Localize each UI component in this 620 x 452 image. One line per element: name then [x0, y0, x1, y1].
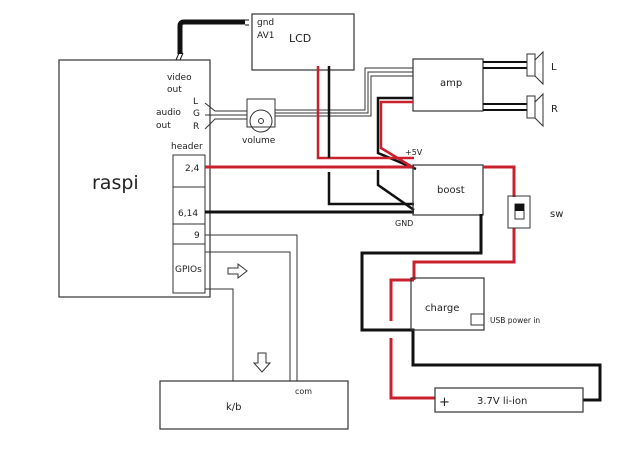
right-arrow-icon	[227, 262, 248, 280]
volume-box	[246, 98, 276, 128]
battery-box	[434, 387, 584, 413]
amp-label: amp	[440, 78, 462, 89]
speaker-right-icon	[526, 92, 544, 128]
boost-box	[412, 164, 484, 216]
boost-plus-label: +5V	[405, 148, 423, 157]
down-arrow-icon	[252, 352, 272, 373]
boost-gnd-label: GND	[395, 219, 413, 228]
amp-box	[412, 58, 484, 112]
volume-label: volume	[242, 136, 276, 146]
usb-label: USB power in	[490, 316, 540, 325]
raspi-box	[58, 59, 211, 298]
charge-label: charge	[425, 303, 459, 314]
battery-plus: +	[439, 395, 450, 410]
speaker-left-label: L	[551, 62, 557, 73]
video-cable	[177, 19, 245, 54]
lcd-box	[251, 13, 355, 71]
video-out-label-2: out	[167, 85, 182, 95]
lcd-pin-gnd: gnd	[257, 18, 274, 28]
speaker-right-label: R	[551, 104, 558, 115]
audio-pin-l: L	[193, 97, 198, 107]
audio-pin-g: G	[193, 109, 200, 119]
pin-gpios: GPIOs	[175, 265, 202, 275]
audio-pin-r: R	[193, 122, 199, 132]
battery-label: 3.7V li-ion	[477, 396, 527, 407]
lcd-label: LCD	[289, 32, 311, 45]
keyboard-com-label: com	[295, 387, 312, 396]
speaker-left-icon	[526, 50, 544, 86]
keyboard-box	[159, 380, 349, 430]
switch-box	[507, 195, 531, 229]
charge-box	[410, 277, 485, 331]
video-out-label-1: video	[167, 73, 192, 83]
keyboard-label: k/b	[226, 402, 242, 413]
pin-6-14: 6,14	[178, 209, 198, 219]
volume-knob-icon	[249, 109, 273, 133]
lcd-pin-av1: AV1	[257, 31, 274, 41]
audio-out-label-1: audio	[156, 108, 181, 118]
switch-label: sw	[550, 209, 563, 220]
header-label: header	[171, 142, 203, 152]
raspi-label: raspi	[92, 172, 139, 194]
pin-9: 9	[194, 231, 200, 241]
boost-label: boost	[437, 185, 465, 196]
usb-port-icon	[470, 313, 485, 326]
pin-2-4: 2,4	[185, 164, 200, 174]
audio-out-label-2: out	[156, 121, 171, 131]
